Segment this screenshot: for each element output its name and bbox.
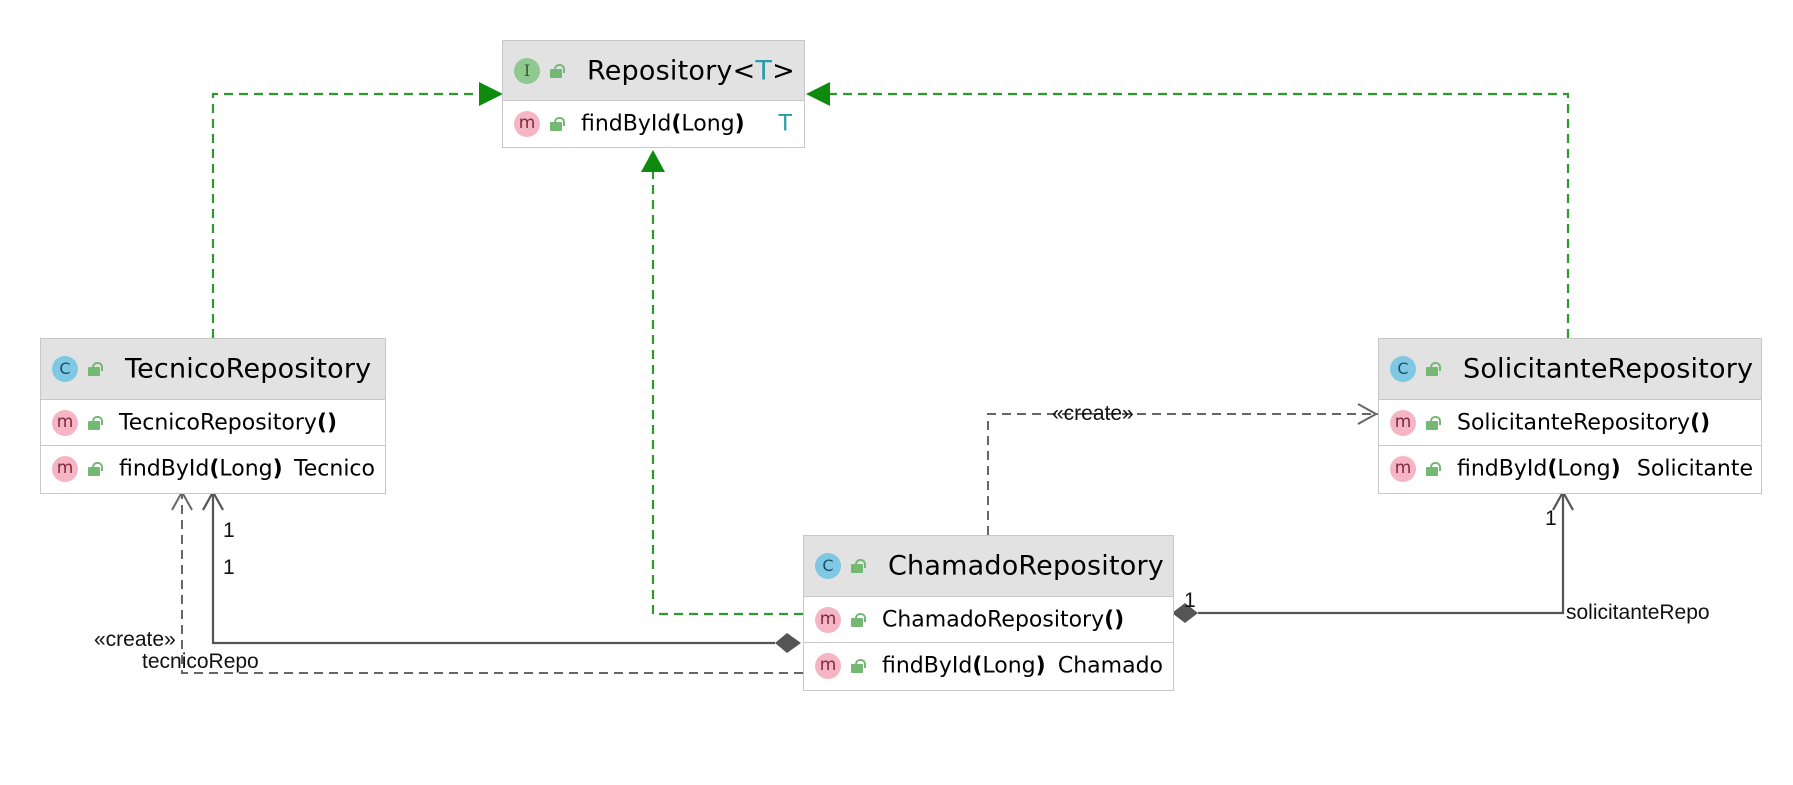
lock-icon	[1426, 362, 1441, 376]
class-header: I Repository<T>	[503, 41, 804, 101]
interface-icon: I	[514, 57, 540, 84]
class-header: C SolicitanteRepository	[1379, 339, 1761, 400]
method-signature: findById(Long)	[119, 456, 283, 481]
lock-icon	[88, 461, 103, 476]
method-icon: m	[514, 110, 540, 137]
method-icon: m	[1390, 409, 1416, 436]
class-name: TecnicoRepository	[125, 353, 372, 385]
class-icon: C	[815, 553, 841, 579]
composition-diamond-tecnico	[775, 633, 801, 653]
method-return-type: Chamado	[1057, 653, 1163, 678]
class-icon: C	[1390, 356, 1416, 382]
multiplicity-tecnico-top: 1	[223, 519, 235, 542]
constructor-row[interactable]: m SolicitanteRepository()	[1379, 400, 1761, 445]
lock-icon	[550, 116, 565, 131]
method-icon: m	[52, 409, 78, 436]
realization-solicitante-to-repository[interactable]	[825, 92, 1570, 338]
class-name: SolicitanteRepository	[1463, 353, 1754, 385]
realization-chamado-to-repository[interactable]	[651, 170, 803, 616]
method-signature: findById(Long)	[1457, 456, 1621, 481]
method-signature: SolicitanteRepository()	[1457, 410, 1711, 435]
realization-arrowhead-right	[806, 82, 830, 106]
method-signature: TecnicoRepository()	[119, 410, 338, 435]
method-icon: m	[1390, 455, 1416, 482]
create-label-tecnico: «create»	[94, 628, 176, 651]
method-row[interactable]: m findById(Long) Chamado	[804, 642, 1173, 688]
dependency-arrowhead-solicitante	[1357, 403, 1379, 425]
lock-icon	[1426, 415, 1441, 430]
method-row[interactable]: m findById(Long) Solicitante	[1379, 445, 1761, 491]
constructor-row[interactable]: m TecnicoRepository()	[41, 400, 385, 445]
constructor-row[interactable]: m ChamadoRepository()	[804, 597, 1173, 642]
dependency-create-chamado-to-solicitante[interactable]	[987, 413, 1378, 535]
realization-tecnico-to-repository[interactable]	[211, 92, 483, 338]
class-header: C TecnicoRepository	[41, 339, 385, 400]
method-signature: ChamadoRepository()	[882, 607, 1125, 632]
multiplicity-solicitante: 1	[1545, 507, 1557, 530]
multiplicity-tecnico-bottom: 1	[223, 556, 235, 579]
method-return-type: Tecnico	[294, 456, 375, 481]
lock-icon	[851, 612, 866, 627]
composition-chamado-tecnico[interactable]	[211, 492, 775, 645]
method-signature: findById(Long)	[882, 653, 1046, 678]
lock-icon	[851, 658, 866, 673]
method-row[interactable]: m findById(Long) T	[503, 101, 804, 146]
class-name: Repository<T>	[587, 55, 795, 86]
composition-chamado-solicitante[interactable]	[1198, 492, 1565, 615]
class-icon: C	[52, 356, 78, 382]
role-label-solicitante: solicitanteRepo	[1566, 601, 1710, 624]
method-icon: m	[52, 455, 78, 482]
lock-icon	[1426, 461, 1441, 476]
method-signature: findById(Long)	[581, 111, 745, 136]
class-solicitante-repository[interactable]: C SolicitanteRepository m SolicitanteRep…	[1378, 338, 1762, 494]
class-repository[interactable]: I Repository<T> m findById(Long) T	[502, 40, 805, 148]
method-return-type: T	[778, 111, 792, 136]
lock-icon	[88, 415, 103, 430]
method-icon: m	[815, 606, 841, 633]
realization-arrowhead-up	[641, 150, 665, 172]
class-header: C ChamadoRepository	[804, 536, 1173, 597]
multiplicity-chamado-solicitante: 1	[1184, 589, 1196, 612]
method-row[interactable]: m findById(Long) Tecnico	[41, 445, 385, 491]
class-tecnico-repository[interactable]: C TecnicoRepository m TecnicoRepository(…	[40, 338, 386, 494]
create-label-solicitante: «create»	[1052, 402, 1134, 425]
composition-diamond-solicitante	[1172, 603, 1198, 623]
lock-icon	[550, 63, 565, 78]
dependency-create-chamado-to-tecnico[interactable]	[181, 492, 803, 674]
class-name: ChamadoRepository	[888, 550, 1164, 582]
method-return-type: Solicitante	[1636, 456, 1753, 481]
class-chamado-repository[interactable]: C ChamadoRepository m ChamadoRepository(…	[803, 535, 1174, 691]
lock-icon	[851, 559, 866, 573]
role-label-tecnico: tecnicoRepo	[142, 650, 259, 673]
realization-arrowhead-left	[479, 82, 503, 106]
lock-icon	[88, 362, 103, 376]
method-icon: m	[815, 652, 841, 679]
